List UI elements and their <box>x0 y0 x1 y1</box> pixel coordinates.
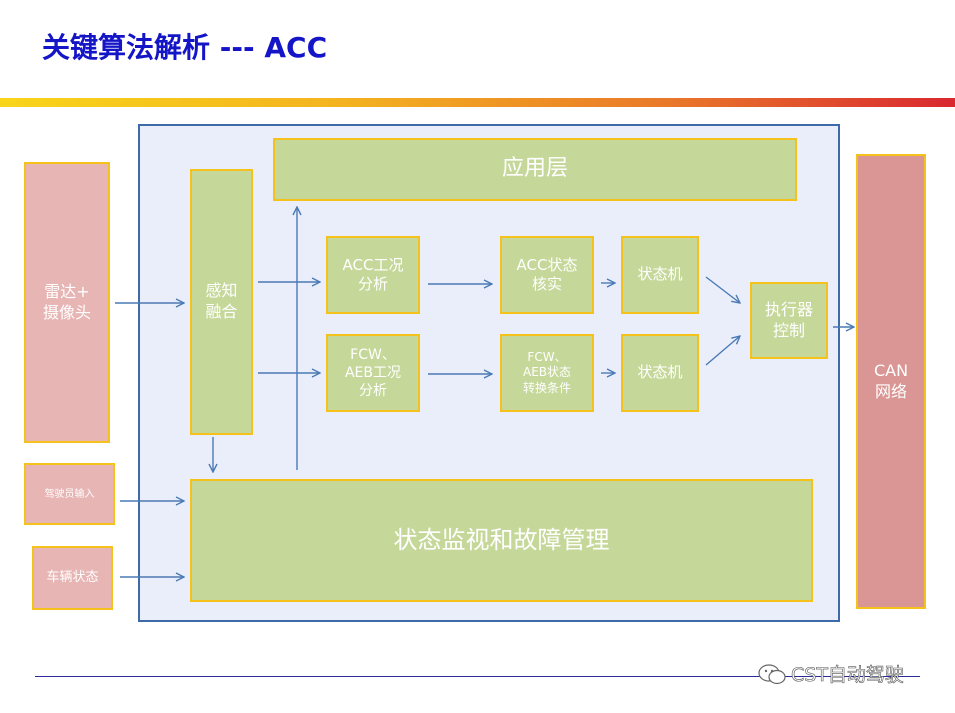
vehicle-state-block: 车辆状态 <box>32 546 113 610</box>
radar-camera-block: 雷达+ 摄像头 <box>24 162 110 443</box>
can-network-block: CAN 网络 <box>856 154 926 609</box>
application-layer-block: 应用层 <box>273 138 797 201</box>
wechat-icon <box>758 663 786 684</box>
page-title: 关键算法解析 --- ACC <box>42 31 328 64</box>
state-machine-acc-block: 状态机 <box>621 236 699 314</box>
driver-input-block: 驾驶员输入 <box>24 463 115 525</box>
acc-state-check-block: ACC状态 核实 <box>500 236 594 314</box>
acc-condition-analysis-block: ACC工况 分析 <box>326 236 420 314</box>
actuator-control-block: 执行器 控制 <box>750 282 828 359</box>
watermark: CST自动驾驶 <box>757 660 904 687</box>
monitoring-fault-management-block: 状态监视和故障管理 <box>190 479 813 602</box>
watermark-text: CST自动驾驶 <box>791 664 905 687</box>
fcw-aeb-transition-block: FCW、 AEB状态 转换条件 <box>500 334 594 412</box>
title-gradient-bar <box>0 98 955 107</box>
arrow-state-machine-to-actuator-2 <box>705 336 740 366</box>
state-machine-fcw-block: 状态机 <box>621 334 699 412</box>
footer-line <box>35 676 920 677</box>
arrow-state-machine-to-actuator-1 <box>705 276 740 303</box>
fcw-aeb-condition-analysis-block: FCW、 AEB工况 分析 <box>326 334 420 412</box>
perception-fusion-block: 感知 融合 <box>190 169 253 435</box>
